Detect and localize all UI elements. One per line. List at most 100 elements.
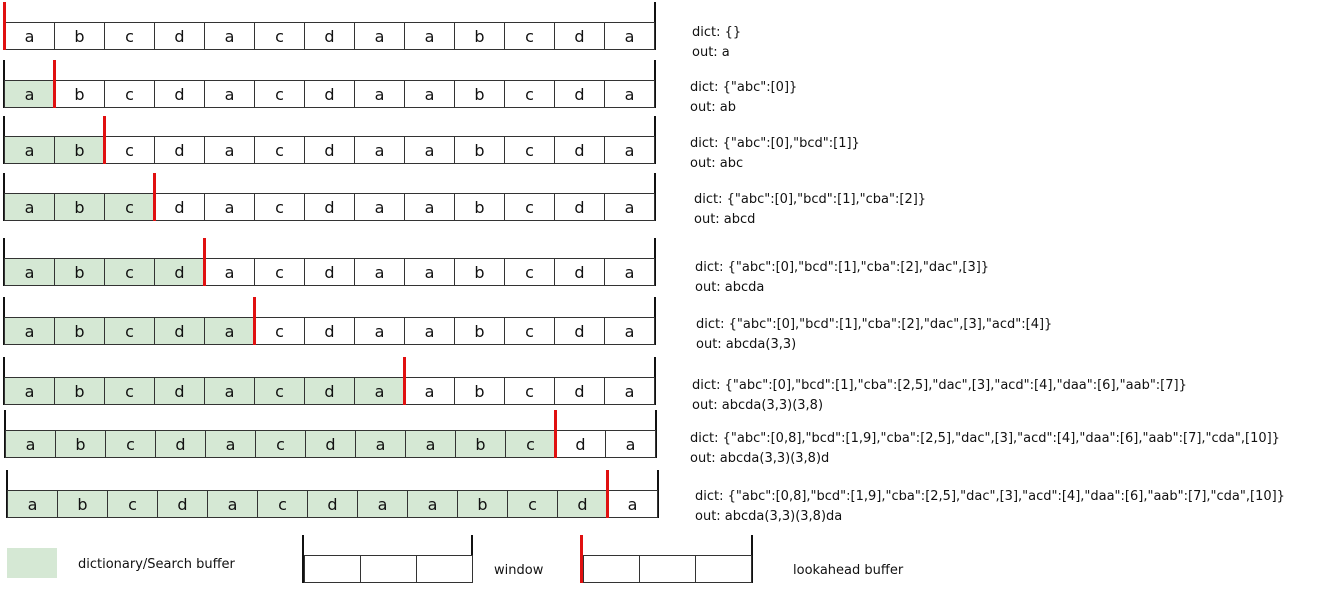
symbol-cell: b: [457, 490, 508, 518]
symbol-cell: a: [404, 136, 455, 164]
symbol-cell: a: [354, 80, 405, 108]
out-label: out: abcda(3,3): [696, 337, 797, 352]
dict-label: dict: {"abc":[0],"bcd":[1],"cba":[2],"da…: [696, 317, 1053, 332]
symbol-cell: b: [54, 22, 105, 50]
out-label: out: abcda: [695, 280, 765, 295]
symbol-cell: d: [557, 490, 608, 518]
symbol-cell: b: [54, 193, 105, 221]
symbol-cell: a: [357, 490, 408, 518]
row-right-border: [657, 470, 659, 518]
symbol-cell: b: [454, 377, 505, 405]
out-label: out: abcda(3,3)(3,8)d: [690, 451, 830, 466]
symbol-cell: d: [305, 430, 356, 458]
symbol-cell: a: [354, 22, 405, 50]
symbol-cell: a: [204, 136, 255, 164]
symbol-cell: a: [4, 377, 55, 405]
row-right-border: [654, 116, 656, 164]
legend-dictionary-label: dictionary/Search buffer: [78, 557, 235, 572]
symbol-cell: d: [304, 136, 355, 164]
symbol-cell: d: [554, 317, 605, 345]
symbol-cell: b: [455, 430, 506, 458]
out-label: out: abcda(3,3)(3,8): [692, 398, 824, 413]
symbol-cell: a: [604, 258, 655, 286]
symbol-cell: c: [255, 430, 306, 458]
symbol-cell: a: [604, 80, 655, 108]
symbol-cell: d: [554, 377, 605, 405]
symbol-cell: c: [504, 317, 555, 345]
symbol-cell: c: [254, 377, 305, 405]
symbol-cell: b: [454, 317, 505, 345]
symbol-cell: b: [54, 377, 105, 405]
symbol-cell: c: [504, 193, 555, 221]
symbol-cell: d: [157, 490, 208, 518]
symbol-cell: b: [54, 258, 105, 286]
row-right-border: [654, 238, 656, 286]
symbol-cell: d: [154, 317, 205, 345]
row-right-border: [654, 2, 656, 50]
symbol-cell: b: [454, 136, 505, 164]
symbol-cell: c: [254, 317, 305, 345]
symbol-cell: a: [204, 377, 255, 405]
symbol-cell: d: [554, 80, 605, 108]
out-label: out: abcda(3,3)(3,8)da: [695, 509, 843, 524]
out-label: out: a: [692, 45, 730, 60]
symbol-cell: a: [204, 193, 255, 221]
symbol-cell: a: [355, 430, 406, 458]
buffer-boundary-cursor: [203, 238, 206, 286]
symbol-cell: b: [454, 80, 505, 108]
symbol-cell: d: [554, 22, 605, 50]
symbol-cell: a: [404, 258, 455, 286]
symbol-cell: d: [307, 490, 358, 518]
symbol-cell: b: [54, 136, 105, 164]
symbol-cell: a: [404, 377, 455, 405]
row-right-border: [654, 357, 656, 405]
symbol-cell: d: [154, 22, 205, 50]
symbol-cell: a: [604, 193, 655, 221]
symbol-cell: d: [554, 193, 605, 221]
symbol-cell: c: [104, 193, 155, 221]
symbol-cell: a: [354, 377, 405, 405]
symbol-cell: c: [105, 430, 156, 458]
symbol-cell: a: [4, 193, 55, 221]
symbol-cell: d: [154, 258, 205, 286]
symbol-cell: c: [504, 258, 555, 286]
symbol-cell: a: [354, 258, 405, 286]
symbol-cell: a: [604, 317, 655, 345]
symbol-cell: a: [204, 22, 255, 50]
symbol-cell: a: [404, 193, 455, 221]
dict-label: dict: {"abc":[0],"bcd":[1],"cba":[2,5],"…: [692, 378, 1187, 393]
row-right-border: [655, 410, 657, 458]
symbol-cell: c: [505, 430, 556, 458]
dict-label: dict: {"abc":[0],"bcd":[1]}: [690, 136, 860, 151]
symbol-cell: a: [205, 430, 256, 458]
symbol-cell: d: [155, 430, 206, 458]
symbol-cell: b: [54, 317, 105, 345]
symbol-cell: a: [204, 80, 255, 108]
buffer-boundary-cursor: [53, 60, 56, 108]
symbol-cell: a: [407, 490, 458, 518]
symbol-cell: a: [604, 22, 655, 50]
out-label: out: ab: [690, 100, 737, 115]
symbol-cell: c: [254, 193, 305, 221]
symbol-cell: c: [254, 80, 305, 108]
symbol-cell: c: [104, 317, 155, 345]
symbol-cell: c: [504, 22, 555, 50]
out-label: out: abc: [690, 156, 744, 171]
buffer-boundary-cursor: [253, 297, 256, 345]
dict-label: dict: {"abc":[0]}: [690, 80, 798, 95]
symbol-cell: c: [104, 136, 155, 164]
symbol-cell: a: [604, 377, 655, 405]
symbol-cell: c: [104, 377, 155, 405]
buffer-boundary-cursor: [153, 173, 156, 221]
symbol-cell: a: [207, 490, 258, 518]
symbol-cell: d: [554, 258, 605, 286]
symbol-cell: c: [254, 22, 305, 50]
symbol-cell: c: [504, 377, 555, 405]
symbol-cell: d: [304, 193, 355, 221]
symbol-cell: b: [57, 490, 108, 518]
symbol-cell: d: [304, 317, 355, 345]
row-right-border: [654, 297, 656, 345]
legend-dictionary-swatch: [7, 548, 57, 578]
symbol-cell: c: [104, 80, 155, 108]
symbol-cell: a: [4, 136, 55, 164]
